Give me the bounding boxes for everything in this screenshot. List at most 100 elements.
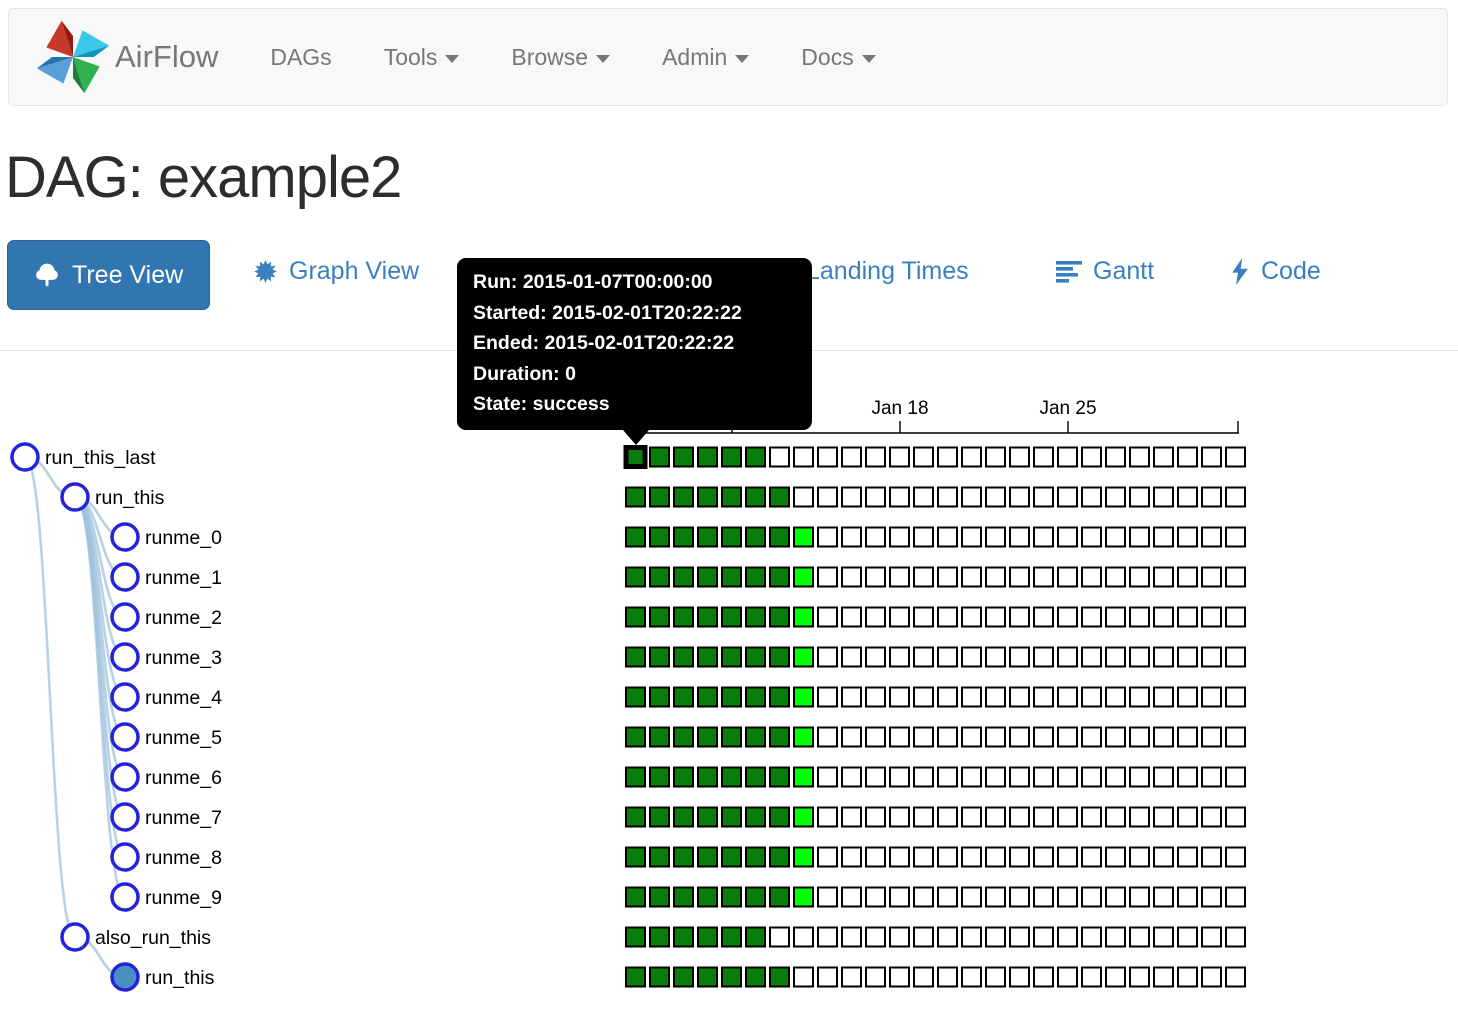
- task-square[interactable]: [889, 486, 910, 508]
- task-node-circle[interactable]: [110, 962, 140, 992]
- task-square[interactable]: [625, 486, 646, 508]
- task-square[interactable]: [1105, 646, 1126, 668]
- task-square[interactable]: [889, 806, 910, 828]
- task-square[interactable]: [721, 846, 742, 868]
- task-square[interactable]: [889, 446, 910, 468]
- task-square[interactable]: [1081, 646, 1102, 668]
- task-square[interactable]: [625, 726, 646, 748]
- task-square[interactable]: [841, 926, 862, 948]
- task-square[interactable]: [1129, 766, 1150, 788]
- task-square[interactable]: [817, 526, 838, 548]
- task-square[interactable]: [1033, 846, 1054, 868]
- task-square[interactable]: [937, 846, 958, 868]
- task-square[interactable]: [673, 446, 694, 468]
- task-square[interactable]: [841, 966, 862, 988]
- task-square[interactable]: [985, 686, 1006, 708]
- task-square[interactable]: [913, 926, 934, 948]
- task-square[interactable]: [1009, 486, 1030, 508]
- task-square[interactable]: [1201, 886, 1222, 908]
- task-square[interactable]: [673, 486, 694, 508]
- task-node-circle[interactable]: [110, 602, 140, 632]
- task-square[interactable]: [1009, 766, 1030, 788]
- task-square[interactable]: [745, 726, 766, 748]
- task-square[interactable]: [673, 926, 694, 948]
- task-square[interactable]: [1105, 606, 1126, 628]
- task-square[interactable]: [1153, 686, 1174, 708]
- task-square[interactable]: [1033, 926, 1054, 948]
- task-square[interactable]: [697, 766, 718, 788]
- task-square[interactable]: [769, 926, 790, 948]
- task-square[interactable]: [1225, 926, 1246, 948]
- task-square[interactable]: [697, 606, 718, 628]
- task-square[interactable]: [937, 966, 958, 988]
- task-square[interactable]: [721, 966, 742, 988]
- task-square[interactable]: [793, 646, 814, 668]
- task-square[interactable]: [1057, 526, 1078, 548]
- task-square[interactable]: [1105, 926, 1126, 948]
- task-square[interactable]: [1201, 926, 1222, 948]
- task-square[interactable]: [961, 446, 982, 468]
- task-square[interactable]: [649, 886, 670, 908]
- task-square[interactable]: [1057, 446, 1078, 468]
- task-square[interactable]: [1153, 446, 1174, 468]
- task-square[interactable]: [1081, 926, 1102, 948]
- task-square[interactable]: [961, 726, 982, 748]
- task-square[interactable]: [1177, 686, 1198, 708]
- task-square[interactable]: [697, 446, 718, 468]
- task-square[interactable]: [1033, 886, 1054, 908]
- task-square[interactable]: [625, 886, 646, 908]
- task-square[interactable]: [865, 446, 886, 468]
- task-square[interactable]: [1225, 486, 1246, 508]
- task-square[interactable]: [817, 926, 838, 948]
- task-square[interactable]: [745, 646, 766, 668]
- task-square[interactable]: [1129, 966, 1150, 988]
- task-square[interactable]: [793, 726, 814, 748]
- task-square[interactable]: [1201, 526, 1222, 548]
- nav-item-dags[interactable]: DAGs: [270, 44, 331, 71]
- task-square[interactable]: [625, 766, 646, 788]
- task-square[interactable]: [1033, 766, 1054, 788]
- task-square[interactable]: [745, 526, 766, 548]
- task-square[interactable]: [1225, 766, 1246, 788]
- task-square[interactable]: [745, 886, 766, 908]
- task-square[interactable]: [1201, 606, 1222, 628]
- task-square[interactable]: [745, 966, 766, 988]
- task-square[interactable]: [1081, 966, 1102, 988]
- task-square[interactable]: [769, 486, 790, 508]
- task-square[interactable]: [625, 566, 646, 588]
- task-square[interactable]: [745, 566, 766, 588]
- task-square[interactable]: [1057, 646, 1078, 668]
- task-square[interactable]: [769, 806, 790, 828]
- task-square[interactable]: [889, 686, 910, 708]
- task-square[interactable]: [865, 726, 886, 748]
- task-square[interactable]: [673, 806, 694, 828]
- task-square[interactable]: [1153, 606, 1174, 628]
- task-square[interactable]: [1153, 966, 1174, 988]
- task-square[interactable]: [1033, 486, 1054, 508]
- task-square[interactable]: [649, 766, 670, 788]
- task-square[interactable]: [1153, 886, 1174, 908]
- task-square[interactable]: [961, 846, 982, 868]
- task-square[interactable]: [1033, 966, 1054, 988]
- task-square[interactable]: [1225, 606, 1246, 628]
- task-square[interactable]: [1033, 806, 1054, 828]
- task-square[interactable]: [985, 886, 1006, 908]
- task-square[interactable]: [1201, 766, 1222, 788]
- task-square[interactable]: [649, 726, 670, 748]
- task-square[interactable]: [889, 566, 910, 588]
- task-square[interactable]: [769, 606, 790, 628]
- task-square[interactable]: [721, 486, 742, 508]
- task-square[interactable]: [721, 926, 742, 948]
- task-square[interactable]: [841, 686, 862, 708]
- task-square[interactable]: [961, 566, 982, 588]
- task-square[interactable]: [913, 566, 934, 588]
- task-square[interactable]: [793, 566, 814, 588]
- task-square[interactable]: [961, 886, 982, 908]
- task-square[interactable]: [1177, 566, 1198, 588]
- task-square[interactable]: [985, 646, 1006, 668]
- task-square[interactable]: [721, 726, 742, 748]
- task-square[interactable]: [889, 766, 910, 788]
- task-square[interactable]: [1009, 926, 1030, 948]
- task-square[interactable]: [1225, 646, 1246, 668]
- task-square[interactable]: [1225, 446, 1246, 468]
